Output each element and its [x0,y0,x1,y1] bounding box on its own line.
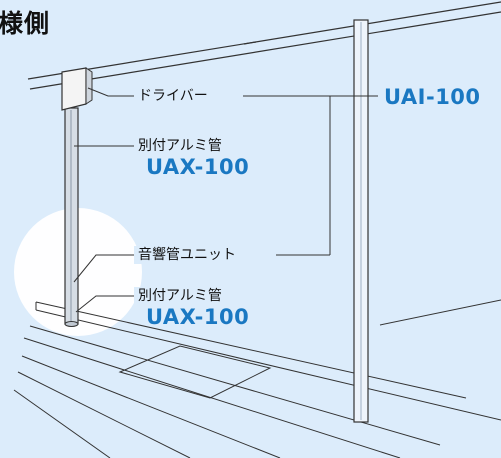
driver-box [61,67,93,111]
driver-label: ドライバー [134,87,212,105]
floor-slab [118,345,272,399]
right-pipe [353,19,369,423]
pipe-label-top: 別付アルミ管 [134,137,226,155]
left-pipe [64,107,79,327]
uax-model-label-bottom: UAX-100 [146,305,250,329]
pipe-label-bottom: 別付アルミ管 [134,287,226,305]
leader-lines [73,87,378,313]
speaker-unit-label: 音響管ユニット [134,246,240,264]
page-heading: 様側 [0,9,51,38]
uax-model-label-top: UAX-100 [146,155,250,179]
uai-model-label: UAI-100 [384,85,481,109]
ceiling-beam [27,1,501,90]
